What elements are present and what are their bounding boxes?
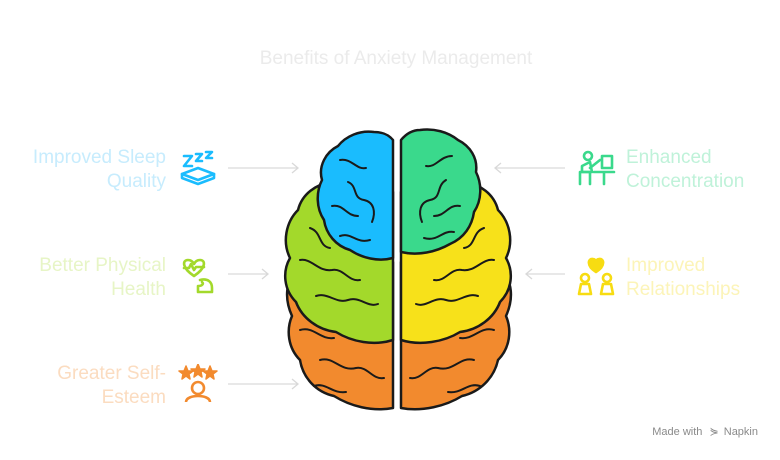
label-relationships-line2: Relationships — [626, 279, 741, 300]
arrow-esteem — [228, 378, 300, 390]
right-green-lobe — [399, 128, 482, 255]
label-relationships-line1: Improved — [626, 255, 706, 276]
label-physical-line2: Health — [111, 279, 166, 300]
label-sleep-line2: Quality — [106, 171, 166, 192]
relationships-icon — [576, 256, 616, 296]
label-relationships: Improved Relationships — [626, 254, 740, 302]
self-esteem-icon — [178, 363, 218, 404]
physical-health-icon — [178, 256, 218, 296]
label-esteem: Greater Self- Esteem — [57, 362, 166, 410]
credit-prefix: Made with — [652, 426, 703, 438]
made-with-credit: Made with ⋟ Napkin — [652, 425, 758, 438]
left-blue-lobe — [316, 130, 395, 261]
label-concentration-line1: Enhanced — [626, 147, 712, 168]
concentration-icon — [576, 148, 616, 188]
label-sleep-line1: Improved Sleep — [32, 147, 166, 168]
credit-brand: Napkin — [723, 426, 758, 438]
label-esteem-line2: Esteem — [101, 387, 166, 408]
label-concentration-line2: Concentration — [626, 171, 745, 192]
napkin-logo-icon: ⋟ — [709, 426, 719, 438]
arrow-relationships — [524, 268, 565, 280]
diagram-title: Benefits of Anxiety Management — [259, 48, 533, 69]
label-sleep: Improved Sleep Quality — [33, 146, 166, 194]
arrow-sleep — [228, 162, 300, 174]
sleep-icon — [178, 148, 218, 188]
label-physical: Better Physical Health — [39, 254, 166, 302]
label-esteem-line1: Greater Self- — [57, 363, 166, 384]
arrow-physical — [228, 268, 270, 280]
label-concentration: Enhanced Concentration — [626, 146, 744, 194]
arrow-concentration — [493, 162, 565, 174]
label-physical-line1: Better Physical — [39, 255, 166, 276]
